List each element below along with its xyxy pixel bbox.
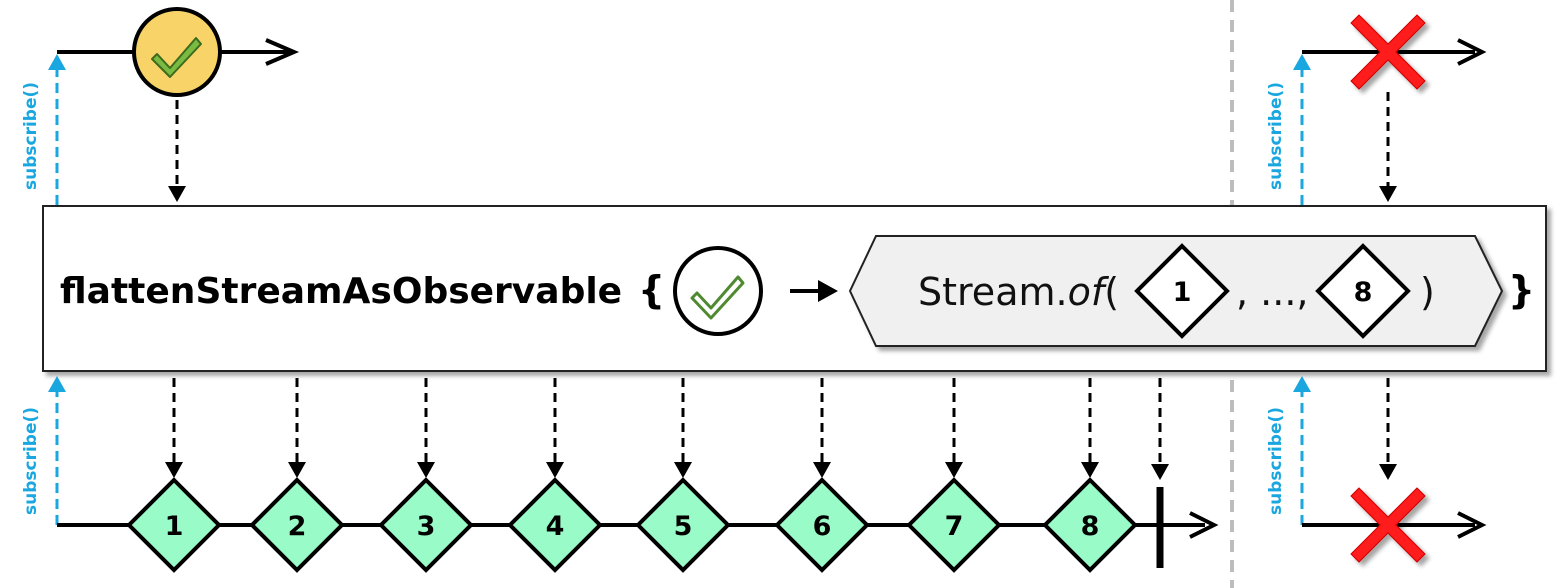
arrow-down-icon	[813, 462, 831, 478]
arrow-down-icon	[1379, 464, 1397, 480]
output-item-diamond	[249, 477, 345, 573]
arrow-down-icon	[1379, 186, 1397, 202]
output-items: 1 2 3 4 5 6 7 8	[126, 378, 1138, 573]
arrow-down-icon	[417, 462, 435, 478]
arrow-down-icon	[674, 462, 692, 478]
arrow-down-icon	[168, 186, 186, 202]
success-item-template	[673, 246, 763, 336]
output-item-label: 6	[813, 511, 832, 542]
stream-close-paren: )	[1420, 270, 1435, 314]
arrow-up-icon	[1293, 376, 1311, 392]
arrow-up-icon	[48, 54, 66, 70]
stream-item-last: 8	[1315, 243, 1411, 339]
stream-item-last-label: 8	[1354, 277, 1373, 308]
subscribe-label-lower-right: subscribe()	[1266, 407, 1286, 515]
cross-icon	[1350, 14, 1426, 90]
arrow-down-icon	[1081, 462, 1099, 478]
arrow-down-icon	[945, 462, 963, 478]
output-item-diamond	[635, 477, 731, 573]
output-item-diamond	[378, 477, 474, 573]
subscribe-label-upper-right: subscribe()	[1266, 82, 1286, 190]
output-item-label: 3	[417, 511, 436, 542]
arrow-right-icon	[1457, 511, 1487, 539]
output-item-diamond	[1042, 477, 1138, 573]
arrow-right-icon	[818, 280, 838, 302]
arrow-down-icon	[546, 462, 564, 478]
subscribe-label-upper-left: subscribe()	[21, 82, 41, 190]
arrow-up-icon	[1293, 54, 1311, 70]
arrow-right-icon	[1189, 511, 1219, 539]
check-icon	[690, 275, 745, 320]
stream-item-first-label: 1	[1173, 277, 1192, 308]
arrow-right-icon	[1457, 38, 1487, 66]
success-item	[132, 7, 222, 97]
output-item-label: 8	[1081, 511, 1100, 542]
arrow-right-icon	[265, 38, 300, 66]
output-item-label: 7	[945, 511, 964, 542]
stream-label: Stream.of(	[918, 270, 1119, 314]
output-item-label: 5	[674, 511, 693, 542]
cross-icon	[1350, 487, 1426, 563]
output-item-label: 1	[165, 511, 184, 542]
stream-item-first: 1	[1134, 243, 1230, 339]
stream-ellipsis: , ...,	[1236, 270, 1308, 314]
output-item-diamond	[126, 477, 222, 573]
arrow-down-icon	[1151, 464, 1169, 480]
arrow-down-icon	[288, 462, 306, 478]
output-item-diamond	[906, 477, 1002, 573]
check-icon	[151, 37, 202, 78]
output-item-diamond	[774, 477, 870, 573]
operator-close-brace: }	[1508, 268, 1535, 312]
arrow-up-icon	[48, 376, 66, 392]
output-item-label: 4	[546, 511, 565, 542]
subscribe-label-lower-left: subscribe()	[21, 407, 41, 515]
output-item-label: 2	[288, 511, 307, 542]
operator-open-brace: {	[638, 268, 665, 312]
operator-name: flattenStreamAsObservable	[60, 271, 622, 312]
output-item-diamond	[507, 477, 603, 573]
arrow-down-icon	[165, 462, 183, 478]
